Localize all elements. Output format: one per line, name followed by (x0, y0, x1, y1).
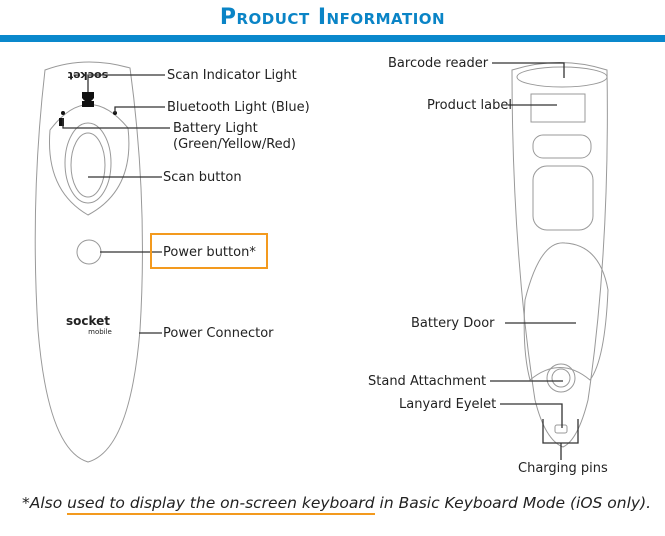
page-title: Product Information (219, 5, 446, 30)
back-scanner-body (511, 62, 608, 448)
footnote: *Also used to display the on-screen keyb… (22, 494, 652, 515)
footnote-highlight: used to display the on-screen keyboard (67, 494, 375, 515)
logo-sub: mobile (88, 328, 112, 336)
label-barcode-reader: Barcode reader (388, 56, 489, 71)
label-bluetooth-light: Bluetooth Light (Blue) (167, 100, 310, 115)
power-button-highlight (150, 233, 268, 269)
title-divider (0, 35, 665, 42)
label-battery-door: Battery Door (411, 316, 495, 331)
label-scan-button: Scan button (163, 170, 242, 185)
power-button-shape (76, 239, 102, 265)
logo-brand: socket (66, 314, 110, 328)
footnote-post: in Basic Keyboard Mode (iOS only). (374, 494, 652, 512)
label-scan-indicator-light: Scan Indicator Light (167, 68, 297, 83)
label-battery-light: Battery Light (173, 121, 258, 136)
label-battery-colors: (Green/Yellow/Red) (173, 137, 296, 152)
footnote-pre: *Also (22, 494, 68, 512)
label-power-button: Power button* (163, 245, 256, 260)
label-power-connector: Power Connector (163, 326, 274, 341)
label-lanyard-eyelet: Lanyard Eyelet (399, 397, 497, 412)
front-scanner-body (34, 61, 143, 463)
label-product-label: Product label (427, 98, 512, 113)
barcode-window (516, 66, 608, 88)
label-charging-pins: Charging pins (518, 461, 608, 476)
battery-door-shape (523, 242, 609, 381)
scan-button-shape (64, 122, 112, 204)
label-stand-attachment: Stand Attachment (368, 374, 487, 389)
product-label-area (530, 93, 586, 123)
back-leader-lines (490, 62, 579, 460)
